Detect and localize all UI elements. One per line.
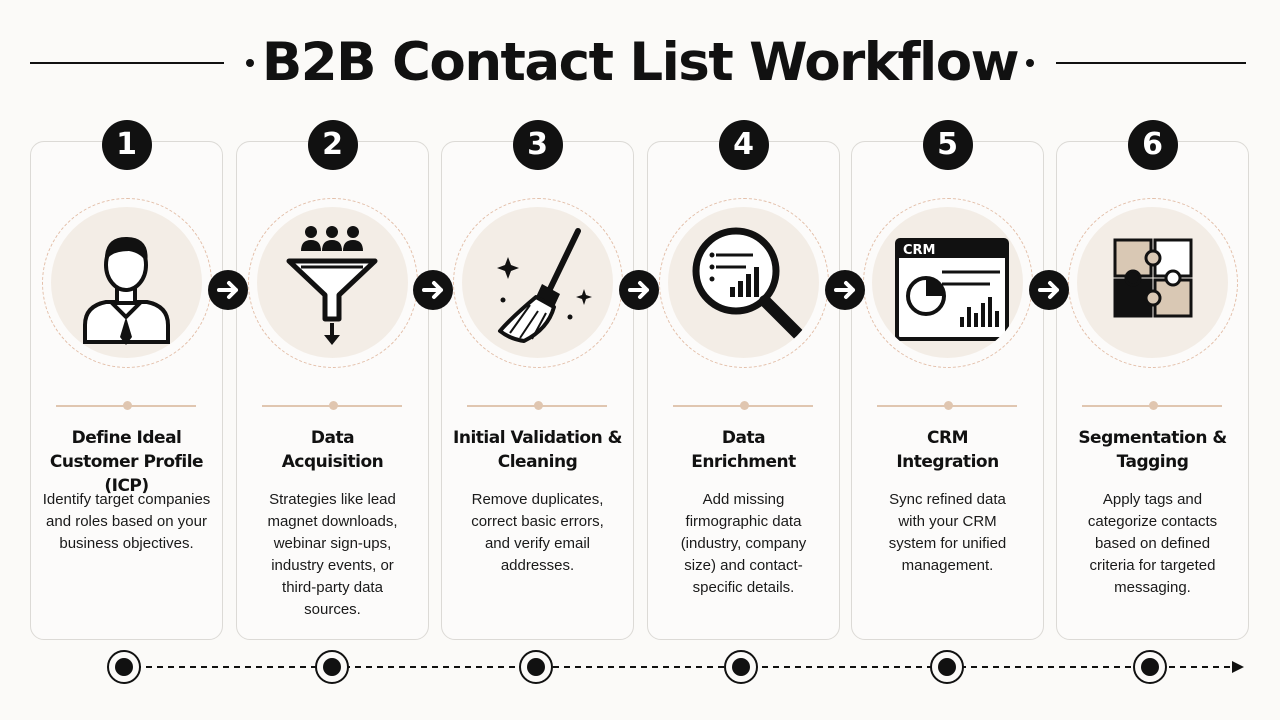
step-title: Define Ideal Customer Profile (ICP) xyxy=(49,428,204,496)
arrow-right-icon xyxy=(834,281,855,299)
step-number-badge: 4 xyxy=(718,120,769,170)
timeline xyxy=(0,640,1280,700)
step-number-badge: 6 xyxy=(1127,120,1178,170)
arrow-connector-1-2 xyxy=(208,270,248,310)
icon-disc: CRM xyxy=(871,207,1023,358)
step-number-badge: 5 xyxy=(922,120,973,170)
step-description: Add missing firmographic data (industry,… xyxy=(680,491,807,596)
step-card-3: 3 Initial Validation & Cleaning Remove d… xyxy=(441,120,634,640)
separator-dot xyxy=(1148,401,1158,410)
icon-ring xyxy=(41,198,212,368)
icon-disc xyxy=(461,207,613,358)
crm-label: CRM xyxy=(903,243,936,258)
icon-ring xyxy=(658,198,829,368)
step-card-2: 2 Data Acquisition Strategies like lead … xyxy=(236,120,429,640)
timeline-node-5 xyxy=(930,650,964,684)
step-card-5: 5 CRM CRM Integration Sync refined data … xyxy=(851,120,1044,640)
title-rule-right xyxy=(1056,62,1246,64)
step-title: Data Enrichment xyxy=(691,428,796,472)
timeline-node-2 xyxy=(315,650,349,684)
title-rule-left xyxy=(30,62,224,64)
icon-disc xyxy=(1076,207,1228,358)
magnifier-chart-icon xyxy=(692,227,804,340)
icon-ring xyxy=(452,198,623,368)
icon-ring xyxy=(247,198,418,368)
step-title: Segmentation & Tagging xyxy=(1078,428,1227,472)
arrow-connector-3-4 xyxy=(619,270,659,310)
step-title: Initial Validation & Cleaning xyxy=(453,428,622,472)
arrow-right-icon xyxy=(217,281,238,299)
timeline-node-6 xyxy=(1133,650,1167,684)
arrow-right-icon xyxy=(422,281,443,299)
title-row: B2B Contact List Workflow xyxy=(0,0,1280,128)
separator-dot xyxy=(122,401,132,410)
title-dot-left xyxy=(246,59,254,67)
separator-dot xyxy=(943,401,953,410)
title-dot-right xyxy=(1026,59,1034,67)
separator-dot xyxy=(533,401,543,410)
page-title: B2B Contact List Workflow xyxy=(261,32,1020,93)
timeline-node-4 xyxy=(724,650,758,684)
arrow-connector-2-3 xyxy=(413,270,453,310)
step-description: Remove duplicates, correct basic errors,… xyxy=(471,491,604,574)
icon-disc xyxy=(667,207,819,358)
arrow-connector-5-6 xyxy=(1029,270,1069,310)
icon-disc xyxy=(50,207,202,358)
broom-sparkle-icon xyxy=(496,228,592,343)
puzzle-pieces-icon xyxy=(1113,238,1192,318)
step-description: Sync refined data with your CRM system f… xyxy=(888,491,1007,574)
arrow-right-icon xyxy=(1038,281,1059,299)
step-description: Apply tags and categorize contacts based… xyxy=(1087,491,1218,596)
timeline-node-3 xyxy=(519,650,553,684)
timeline-node-1 xyxy=(107,650,141,684)
crm-dashboard-icon: CRM xyxy=(894,238,1009,341)
step-title: Data Acquisition xyxy=(281,428,384,472)
timeline-dashed-line xyxy=(124,661,1244,673)
step-card-1: 1 Define Ideal Customer Profile (ICP) Id… xyxy=(30,120,223,640)
step-number-badge: 3 xyxy=(512,120,563,170)
step-card-4: 4 Data Enrichment Add missing firmograph… xyxy=(647,120,840,640)
funnel-people-icon xyxy=(286,226,377,345)
icon-ring: CRM xyxy=(862,198,1033,368)
person-profile-icon xyxy=(82,237,170,345)
icon-ring xyxy=(1067,198,1238,368)
step-number-badge: 1 xyxy=(101,120,152,170)
arrow-right-icon xyxy=(628,281,649,299)
step-number-badge: 2 xyxy=(307,120,358,170)
step-description: Strategies like lead magnet downloads, w… xyxy=(267,491,398,618)
step-description: Identify target companies and roles base… xyxy=(42,491,211,552)
step-title: CRM Integration xyxy=(896,428,999,472)
icon-disc xyxy=(256,207,408,358)
step-card-6: 6 Segmentation & Tagging Apply tags and … xyxy=(1056,120,1249,640)
separator-dot xyxy=(328,401,338,410)
separator-dot xyxy=(739,401,749,410)
arrow-connector-4-5 xyxy=(825,270,865,310)
